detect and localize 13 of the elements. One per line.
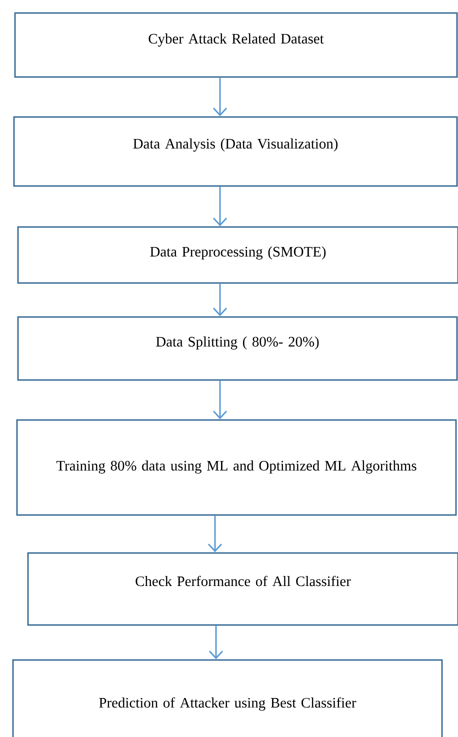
process-box: Data Preprocessing (SMOTE): [17, 226, 458, 284]
arrow: [208, 516, 222, 552]
process-box: Data Splitting ( 80%- 20%): [17, 316, 458, 381]
process-box: Cyber Attack Related Dataset: [14, 12, 458, 78]
process-box: Prediction of Attacker using Best Classifier: [12, 659, 443, 737]
process-box: Data Analysis (Data Visualization): [13, 116, 458, 187]
process-box: Training 80% data using ML and Optimized ML Algorithms: [16, 419, 457, 516]
arrow: [212, 78, 228, 116]
process-box: Check Performance of All Classifier: [27, 552, 458, 626]
arrow: [208, 626, 224, 660]
arrow: [212, 186, 228, 226]
arrow: [212, 380, 228, 420]
arrow: [212, 284, 228, 316]
